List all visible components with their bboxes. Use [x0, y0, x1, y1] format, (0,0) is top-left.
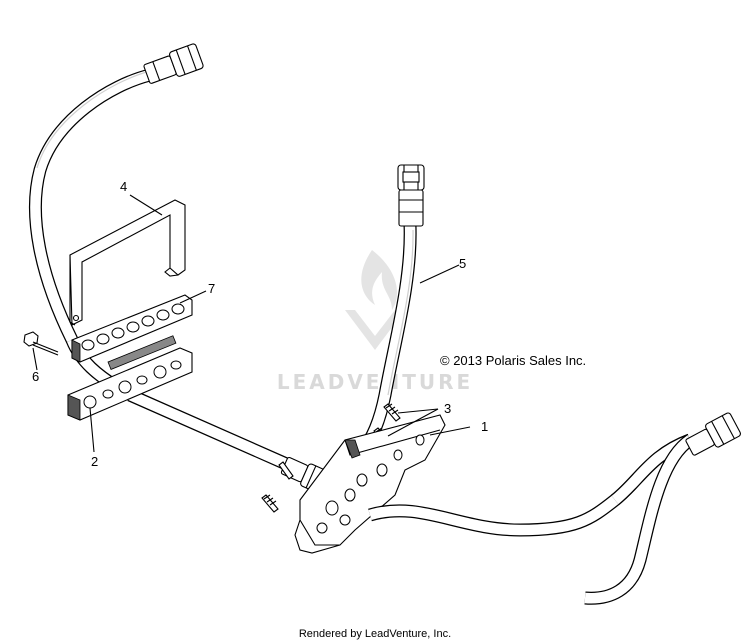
clamp-7 [71, 294, 193, 363]
leader-3b [387, 408, 439, 437]
flame-logo-icon [345, 250, 405, 350]
hose-top-left [28, 43, 204, 343]
callout-labels: 1 2 3 4 5 6 7 [32, 179, 488, 469]
leader-6 [32, 347, 38, 371]
callout-5: 5 [459, 256, 466, 271]
leader-7 [179, 290, 207, 304]
leader-lines [32, 194, 471, 453]
clamp-2 [67, 335, 193, 421]
callout-2: 2 [91, 454, 98, 469]
leader-1 [429, 426, 471, 436]
screw-3-a [383, 403, 401, 422]
screw-left [261, 494, 279, 513]
hose-right [368, 412, 741, 605]
callout-1: 1 [481, 419, 488, 434]
footer-text: Rendered by LeadVenture, Inc. [299, 628, 451, 640]
bolt-6 [23, 331, 59, 356]
leadventure-watermark: LEADVENTURE [277, 250, 473, 394]
bracket-4 [69, 199, 186, 326]
watermark-text: LEADVENTURE [277, 370, 473, 394]
screw-mid [278, 461, 294, 480]
callout-7: 7 [208, 281, 215, 296]
callout-3: 3 [444, 401, 451, 416]
leader-5 [419, 264, 460, 284]
distribution-block-1 [294, 414, 446, 554]
callout-4: 4 [120, 179, 127, 194]
copyright-text: © 2013 Polaris Sales Inc. [440, 353, 586, 368]
leader-2 [89, 407, 95, 453]
callout-6: 6 [32, 369, 39, 384]
leader-3a [397, 408, 439, 414]
leader-4 [129, 194, 163, 216]
